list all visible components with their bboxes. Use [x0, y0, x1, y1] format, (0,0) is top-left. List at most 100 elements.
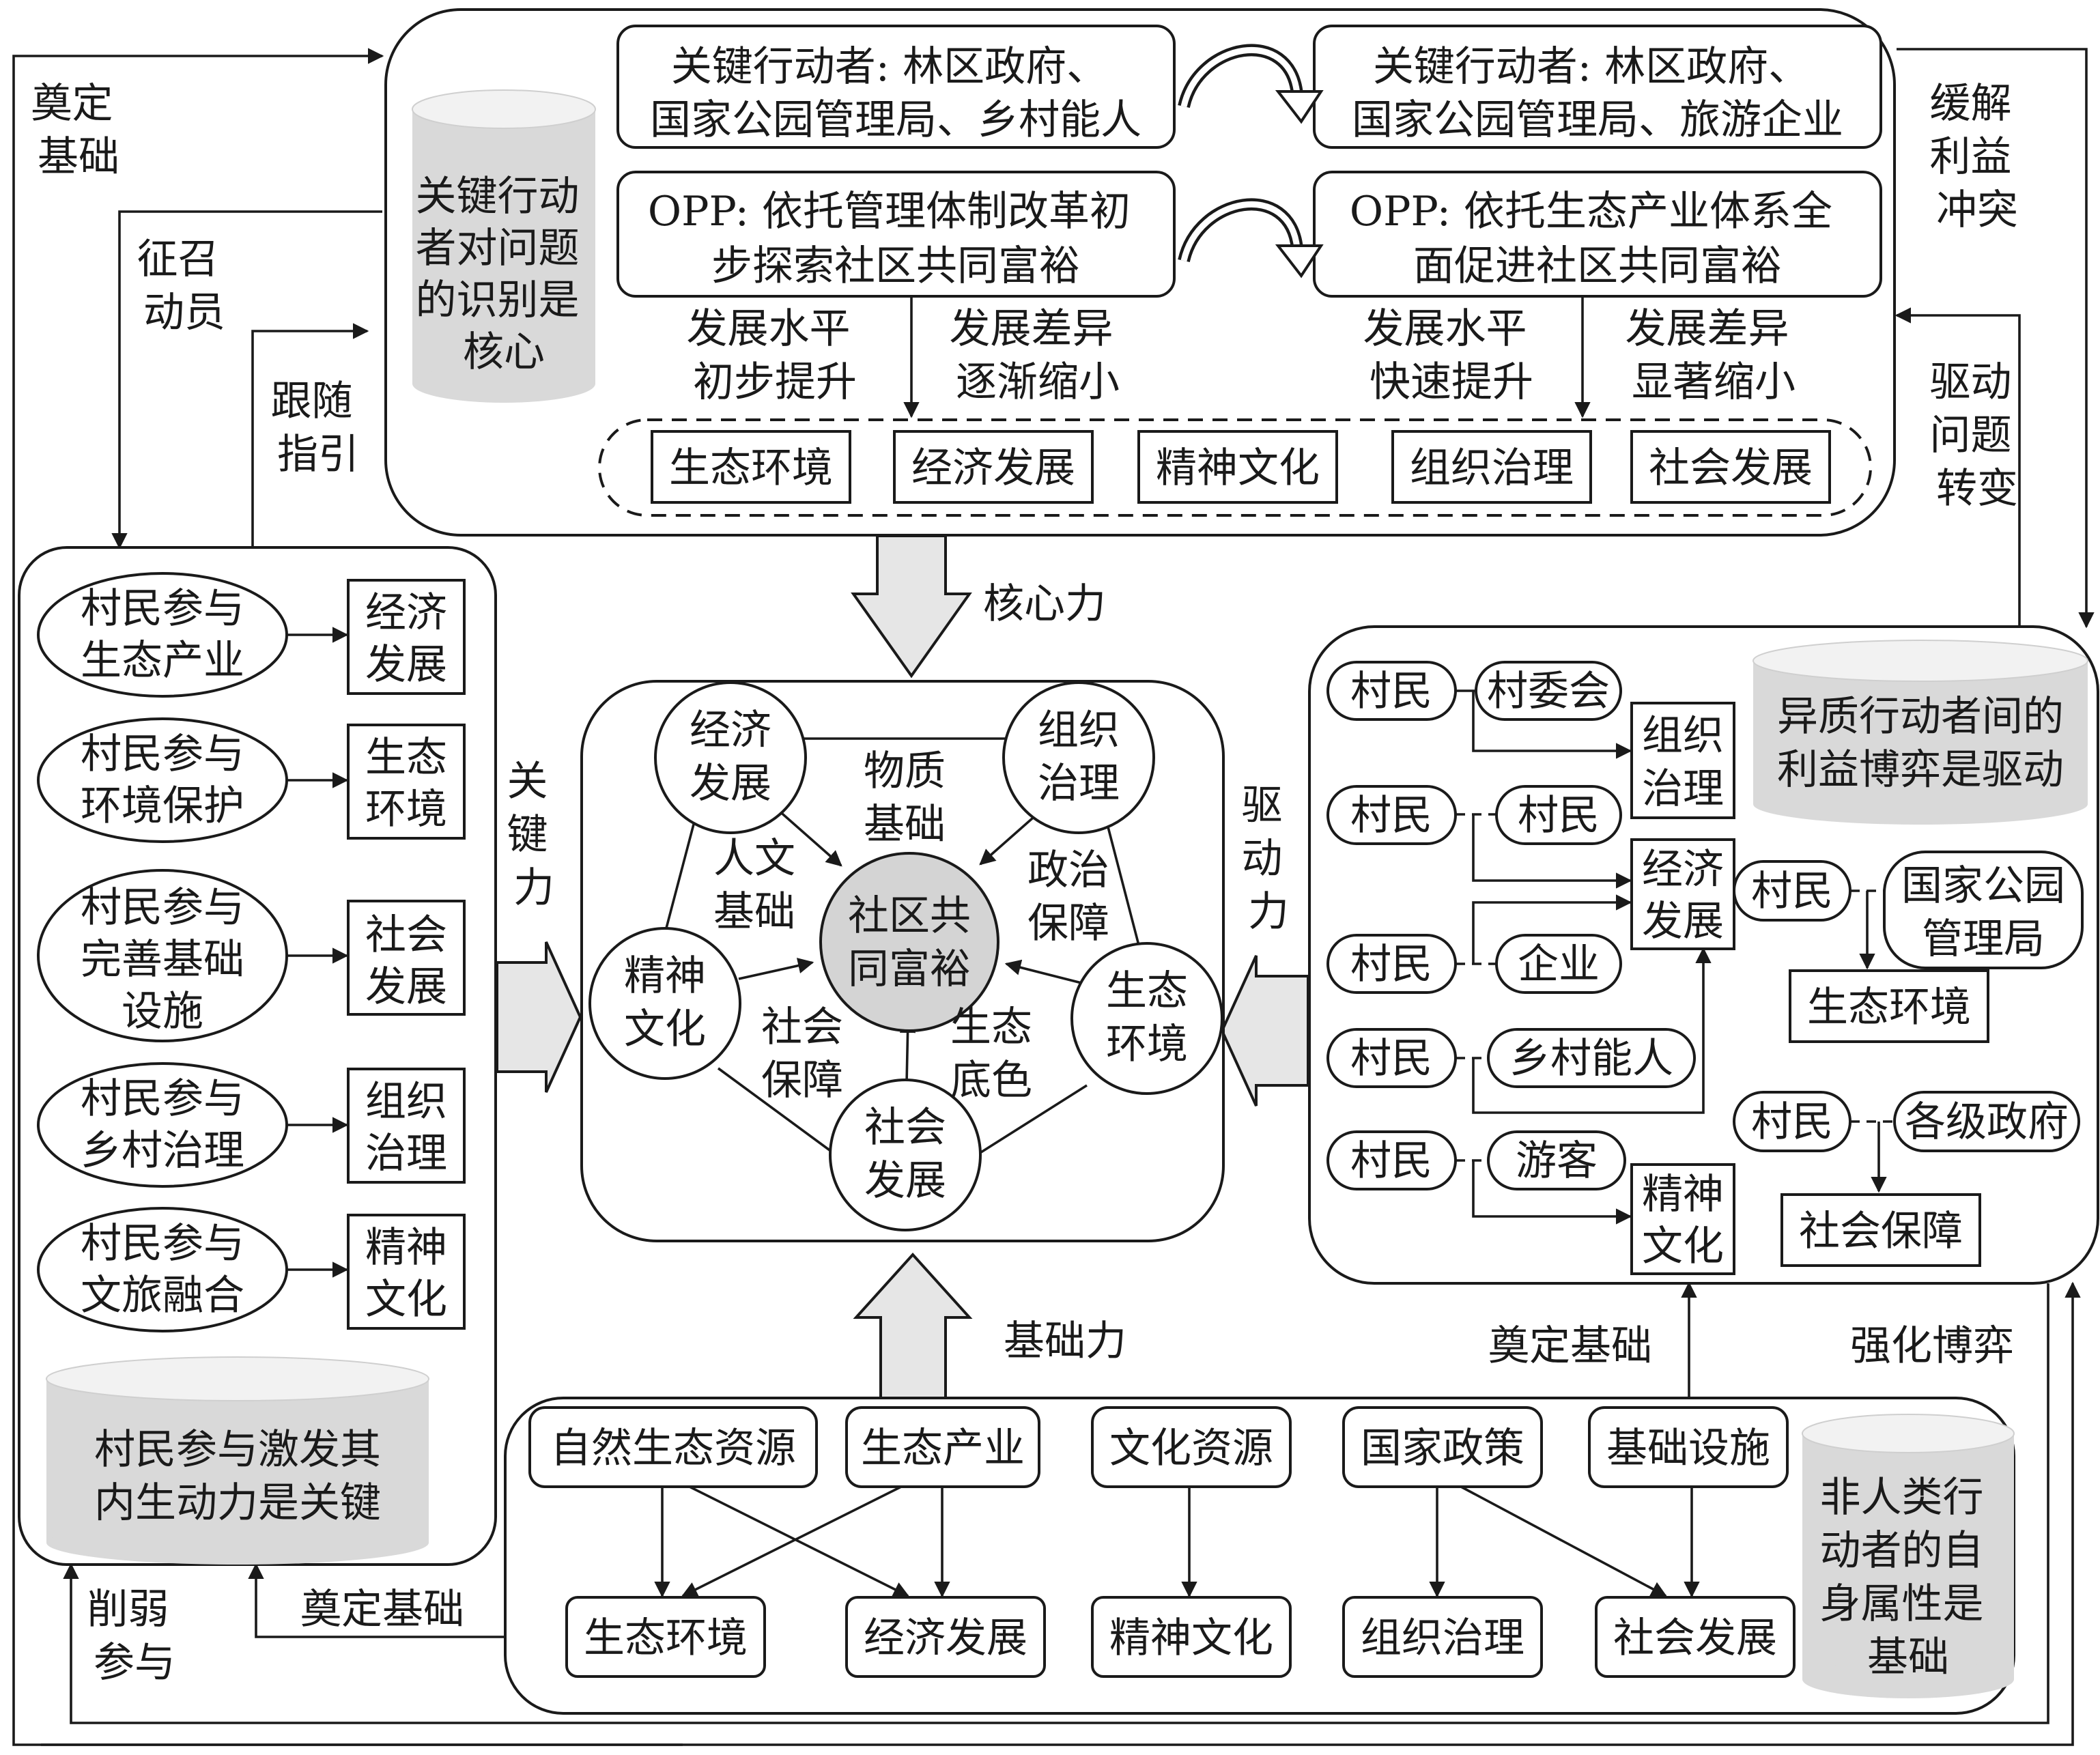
base-force-label: 基础力 — [1004, 1317, 1126, 1365]
svg-text:国家公园管理局: 国家公园管理局 — [1901, 862, 2065, 963]
svg-text:精神文化: 精神文化 — [1642, 1171, 1724, 1270]
svg-text:乡村能人: 乡村能人 — [1509, 1035, 1673, 1083]
transition-arrow-upper — [1178, 44, 1324, 124]
svg-text:生态环境: 生态环境 — [669, 444, 833, 492]
opp-box-right-text: OPP: 依托生态产业体系全 面促进社区共同富裕 — [1350, 188, 1845, 290]
label-foundation-bl: 奠定基础 — [300, 1586, 464, 1633]
node-eco — [1070, 942, 1223, 1095]
bottom-panel: 非人类行 动者的自 身属性是 基础 自然生态资源 生态产业 文化资源 国家政策 — [504, 1397, 2015, 1715]
base-force-arrow — [853, 1253, 973, 1399]
opp-box-right — [1313, 171, 1882, 298]
top-cylinder: 关键行动 者对问题 的识别是 核心 — [412, 89, 596, 403]
svg-text:组织治理: 组织治理 — [1642, 712, 1724, 813]
svg-text:国家政策: 国家政策 — [1361, 1425, 1524, 1472]
svg-text:村民参与激发其内生动力是关键: 村民参与激发其内生动力是关键 — [94, 1426, 381, 1527]
drive-force-label: 驱 动 力 — [1241, 782, 1295, 936]
svg-text:精神文化: 精神文化 — [365, 1224, 447, 1324]
left-row-2: 村民参与环境保护 生态环境 — [37, 717, 466, 843]
svg-text:精神文化: 精神文化 — [1109, 1614, 1273, 1662]
core-force-arrow — [851, 534, 972, 679]
left-panel: 村民参与生态产业 经济发展 村民参与环境保护 生态环境 村民参与完善基础设施 社… — [18, 546, 497, 1566]
drive-force-arrow — [1220, 955, 1309, 1107]
svg-text:社会发展: 社会发展 — [864, 1104, 946, 1205]
label-foundation-br: 奠定基础 — [1488, 1322, 1652, 1370]
svg-text:村民: 村民 — [1350, 668, 1432, 715]
left-row-3: 村民参与完善基础设施 社会发展 — [37, 869, 466, 1042]
core-force-label: 核心力 — [983, 580, 1106, 628]
svg-text:村民: 村民 — [1518, 792, 1600, 840]
label-material: 物质基础 — [864, 747, 946, 848]
diff-right: 发展差异 显著缩小 — [1625, 305, 1802, 406]
opp-box-left — [616, 171, 1176, 298]
label-mobilize: 征召 动员 — [137, 236, 231, 337]
label-drive-change: 驱动 问题 转变 — [1929, 358, 2024, 513]
right-panel: 异质行动者间的利益博弈是驱动 村民 村民 村民 村民 — [1308, 625, 2099, 1285]
node-social — [829, 1079, 982, 1231]
svg-text:游客: 游客 — [1516, 1137, 1598, 1185]
bottom-cylinder: 非人类行 动者的自 身属性是 基础 — [1802, 1414, 2015, 1698]
svg-text:关键行动 者对问题 的识别是: 关键行动 者对问题 的识别是 核心 — [415, 173, 592, 376]
svg-text:社会发展: 社会发展 — [1613, 1614, 1777, 1662]
right-cylinder: 异质行动者间的利益博弈是驱动 — [1753, 640, 2088, 825]
svg-text:生态环境: 生态环境 — [584, 1614, 748, 1662]
svg-text:社会发展: 社会发展 — [1649, 444, 1813, 492]
svg-text:文化资源: 文化资源 — [1109, 1425, 1273, 1472]
center-panel: 社区共同富裕 经济发展 组织治理 精神文化 生态环境 社会发展 物质基础 人文基… — [580, 680, 1225, 1242]
svg-text:村民: 村民 — [1751, 868, 1833, 915]
bottom-sources: 自然生态资源 生态产业 文化资源 国家政策 基础设施 — [528, 1406, 1789, 1488]
left-row-1: 村民参与生态产业 经济发展 — [37, 572, 466, 698]
label-foundation-tl: 奠定 基础 — [31, 80, 126, 181]
svg-text:村民参与完善基础设施: 村民参与完善基础设施 — [81, 884, 244, 1036]
svg-text:企业: 企业 — [1518, 941, 1600, 988]
svg-text:村民: 村民 — [1350, 1035, 1432, 1083]
bottom-arrows — [654, 1485, 1700, 1598]
svg-text:村民: 村民 — [1350, 941, 1432, 988]
label-politics: 政治保障 — [1027, 846, 1109, 947]
svg-text:基础设施: 基础设施 — [1606, 1425, 1770, 1472]
node-econ — [654, 681, 807, 834]
left-cylinder: 村民参与激发其内生动力是关键 — [46, 1356, 429, 1565]
core-circle — [819, 852, 999, 1032]
svg-text:村民: 村民 — [1350, 1137, 1432, 1185]
svg-text:社会保障: 社会保障 — [1799, 1208, 1963, 1255]
level-left: 发展水平 初步提升 — [686, 305, 863, 406]
svg-text:社会发展: 社会发展 — [365, 911, 447, 1011]
level-right: 发展水平 快速提升 — [1363, 305, 1539, 406]
svg-text:精神文化: 精神文化 — [624, 952, 706, 1053]
svg-text:村民参与乡村治理: 村民参与乡村治理 — [81, 1075, 244, 1175]
svg-text:生态产业: 生态产业 — [861, 1425, 1025, 1472]
outer-feedback-lines — [12, 48, 2095, 1746]
left-row-5: 村民参与文旅融合 精神文化 — [37, 1207, 466, 1332]
left-row-4: 村民参与乡村治理 组织治理 — [37, 1062, 466, 1188]
svg-text:各级政府: 各级政府 — [1905, 1098, 2069, 1146]
svg-text:组织治理: 组织治理 — [1361, 1614, 1524, 1662]
svg-text:自然生态资源: 自然生态资源 — [550, 1425, 796, 1472]
label-humanity: 人文基础 — [713, 835, 795, 936]
right-villagers: 村民 村民 村民 村民 村民 村民 村民 — [1326, 661, 1851, 1190]
right-connectors — [1456, 689, 1895, 1225]
actor-box-right — [1313, 25, 1882, 149]
node-org — [1002, 681, 1155, 834]
svg-text:村民: 村民 — [1751, 1098, 1833, 1146]
svg-text:生态环境: 生态环境 — [1807, 984, 1971, 1031]
svg-text:村委会: 村委会 — [1487, 668, 1610, 715]
svg-text:经济发展: 经济发展 — [690, 707, 771, 808]
svg-text:精神文化: 精神文化 — [1156, 444, 1320, 492]
label-weaken: 削弱 参与 — [87, 1586, 182, 1687]
label-strengthen: 强化博弈 — [1850, 1322, 2014, 1370]
label-follow: 跟随 指引 — [270, 377, 365, 479]
svg-text:经济发展: 经济发展 — [1642, 846, 1724, 945]
actor-box-left — [616, 25, 1176, 149]
core-text: 社区共同富裕 — [848, 892, 971, 993]
label-eco-base: 生态底色 — [950, 1003, 1032, 1104]
svg-text:村民参与文旅融合: 村民参与文旅融合 — [81, 1220, 244, 1319]
svg-text:经济发展: 经济发展 — [365, 589, 447, 689]
svg-text:经济发展: 经济发展 — [864, 1614, 1027, 1662]
svg-text:村民参与环境保护: 村民参与环境保护 — [81, 730, 244, 830]
key-force-label: 关 键 力 — [507, 758, 561, 912]
svg-text:组织治理: 组织治理 — [365, 1078, 447, 1178]
right-targets: 组织治理 经济发展 精神文化 生态环境 社会保障 — [1630, 702, 1989, 1275]
svg-text:经济发展: 经济发展 — [911, 444, 1075, 492]
svg-text:异质行动者间的利益博弈是驱动: 异质行动者间的利益博弈是驱动 — [1777, 693, 2064, 794]
